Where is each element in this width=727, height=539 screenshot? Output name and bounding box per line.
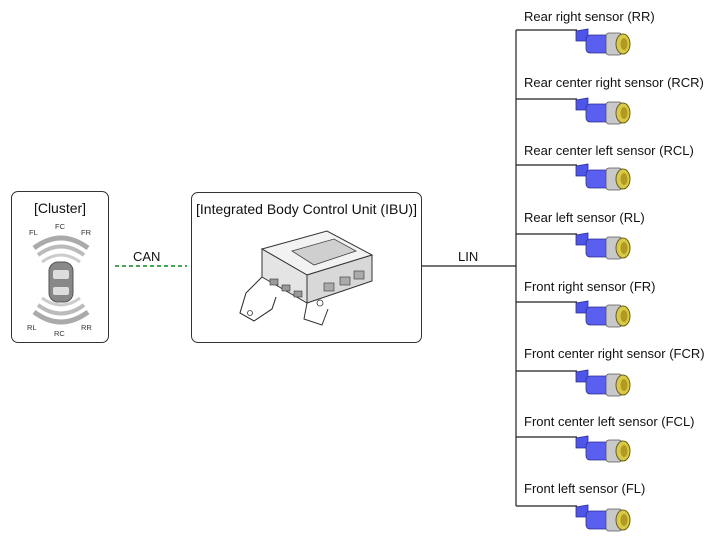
cluster-box: [Cluster] FL FC FR RL RC RR [11,191,109,343]
sensor-label-rcl: Rear center left sensor (RCL) [524,143,694,158]
ultrasonic-sensor-icon [575,163,631,191]
cluster-title: [Cluster] [33,200,87,216]
zone-fl-label: FL [29,228,38,237]
lin-label: LIN [458,249,479,264]
ultrasonic-sensor-icon [575,435,631,463]
sensor-label-rcr: Rear center right sensor (RCR) [524,75,704,90]
sensor-label-fl: Front left sensor (FL) [524,481,646,496]
sensor-label-fcr: Front center right sensor (FCR) [524,346,705,361]
zone-fr-label: FR [81,228,91,237]
ultrasonic-sensor-icon [575,232,631,260]
zone-fc-label: FC [55,222,65,231]
cluster-display-icon [32,235,90,325]
ibu-module-image [239,230,374,326]
ibu-box: [Integrated Body Control Unit (IBU)] [191,192,422,343]
ultrasonic-sensor-icon [575,28,631,56]
ultrasonic-sensor-icon [575,504,631,532]
ibu-title: [Integrated Body Control Unit (IBU)] [196,201,417,217]
sensor-label-fcl: Front center left sensor (FCL) [524,414,695,429]
ultrasonic-sensor-icon [575,369,631,397]
sensor-label-fr: Front right sensor (FR) [524,279,656,294]
sensor-label-rl: Rear left sensor (RL) [524,210,645,225]
ultrasonic-sensor-icon [575,300,631,328]
sensor-branches [516,29,577,507]
sensor-label-rr: Rear right sensor (RR) [524,9,655,24]
ultrasonic-sensor-icon [575,97,631,125]
zone-rl-label: RL [27,323,37,332]
zone-rc-label: RC [54,329,65,338]
zone-rr-label: RR [81,323,92,332]
can-label: CAN [133,249,161,264]
